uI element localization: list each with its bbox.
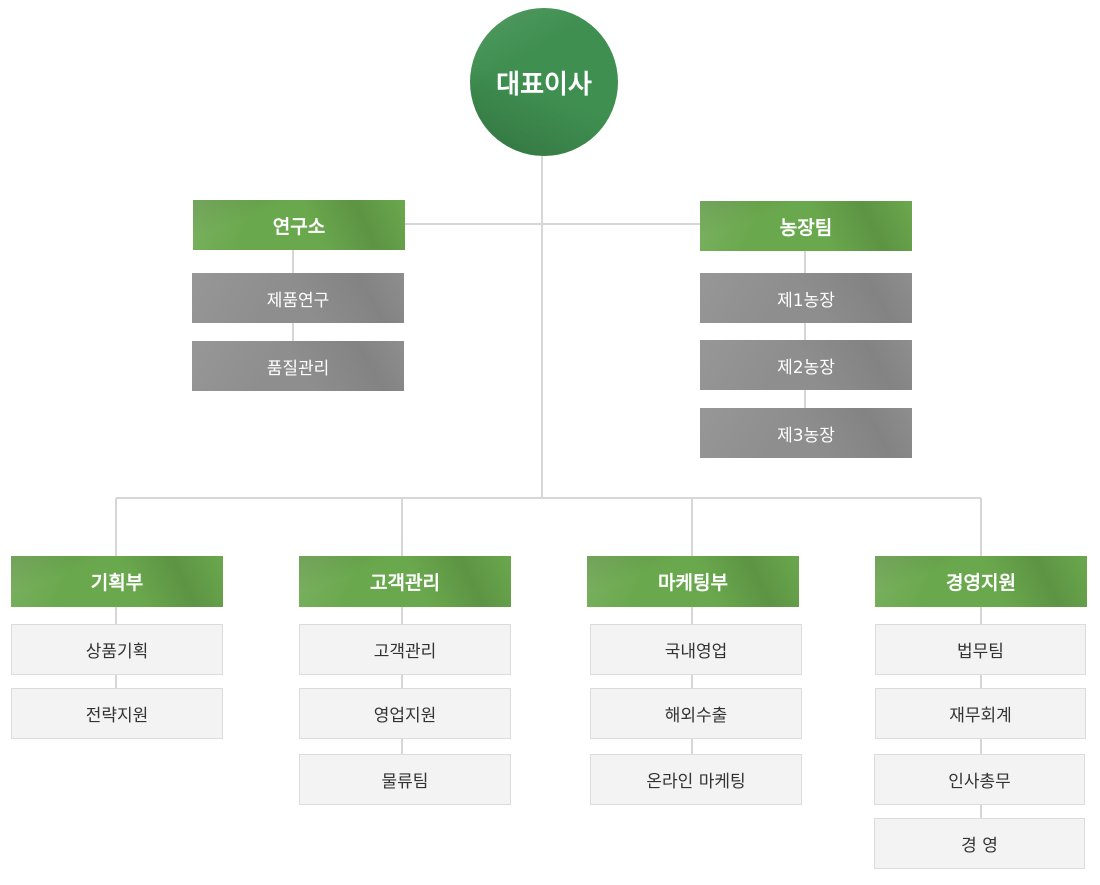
dept-farm-title: 농장팀 — [779, 216, 833, 239]
ceo-node: 대표이사 — [470, 8, 618, 156]
team-label: 법무팀 — [957, 642, 1004, 662]
team-label: 경 영 — [961, 836, 998, 856]
team-label: 상품기획 — [85, 642, 149, 662]
dept-research: 연구소 — [193, 200, 405, 250]
team-farm-2: 제2농장 — [700, 340, 912, 390]
team-customer-2: 영업지원 — [299, 688, 511, 739]
dept-farm: 농장팀 — [700, 201, 912, 251]
team-label: 재무회계 — [949, 706, 1012, 726]
team-label: 품질관리 — [266, 358, 330, 379]
dept-marketing-title: 마케팅부 — [658, 572, 728, 594]
team-research-2: 품질관리 — [192, 341, 404, 391]
team-management-3: 인사총무 — [874, 754, 1085, 805]
team-label: 온라인 마케팅 — [646, 772, 746, 792]
team-label: 제품연구 — [266, 290, 330, 311]
team-management-1: 법무팀 — [875, 624, 1086, 675]
team-label: 제3농장 — [777, 425, 835, 446]
dept-management: 경영지원 — [875, 556, 1087, 607]
team-management-2: 재무회계 — [875, 688, 1086, 739]
team-customer-1: 고객관리 — [299, 624, 511, 675]
team-label: 제2농장 — [777, 357, 835, 378]
team-label: 제1농장 — [777, 290, 835, 311]
dept-management-title: 경영지원 — [946, 572, 1016, 594]
team-label: 물류팀 — [381, 772, 429, 792]
team-farm-3: 제3농장 — [700, 408, 912, 458]
team-label: 고객관리 — [373, 642, 437, 662]
dept-marketing: 마케팅부 — [587, 556, 799, 607]
team-label: 인사총무 — [948, 772, 1011, 792]
team-research-1: 제품연구 — [192, 273, 404, 323]
dept-research-title: 연구소 — [272, 215, 326, 238]
team-marketing-3: 온라인 마케팅 — [590, 754, 802, 805]
team-label: 국내영업 — [664, 642, 728, 662]
team-label: 전략지원 — [85, 706, 149, 726]
dept-planning: 기획부 — [11, 556, 223, 607]
team-customer-3: 물류팀 — [299, 754, 511, 805]
team-farm-1: 제1농장 — [700, 273, 912, 323]
team-management-4: 경 영 — [874, 818, 1085, 869]
dept-planning-title: 기획부 — [90, 572, 144, 594]
team-planning-2: 전략지원 — [11, 688, 223, 739]
team-label: 영업지원 — [373, 706, 437, 726]
team-marketing-2: 해외수출 — [590, 688, 802, 739]
team-label: 해외수출 — [664, 706, 728, 726]
dept-customer: 고객관리 — [299, 556, 511, 607]
ceo-label: 대표이사 — [496, 69, 592, 100]
team-planning-1: 상품기획 — [11, 624, 223, 675]
team-marketing-1: 국내영업 — [590, 624, 802, 675]
dept-customer-title: 고객관리 — [370, 572, 440, 594]
